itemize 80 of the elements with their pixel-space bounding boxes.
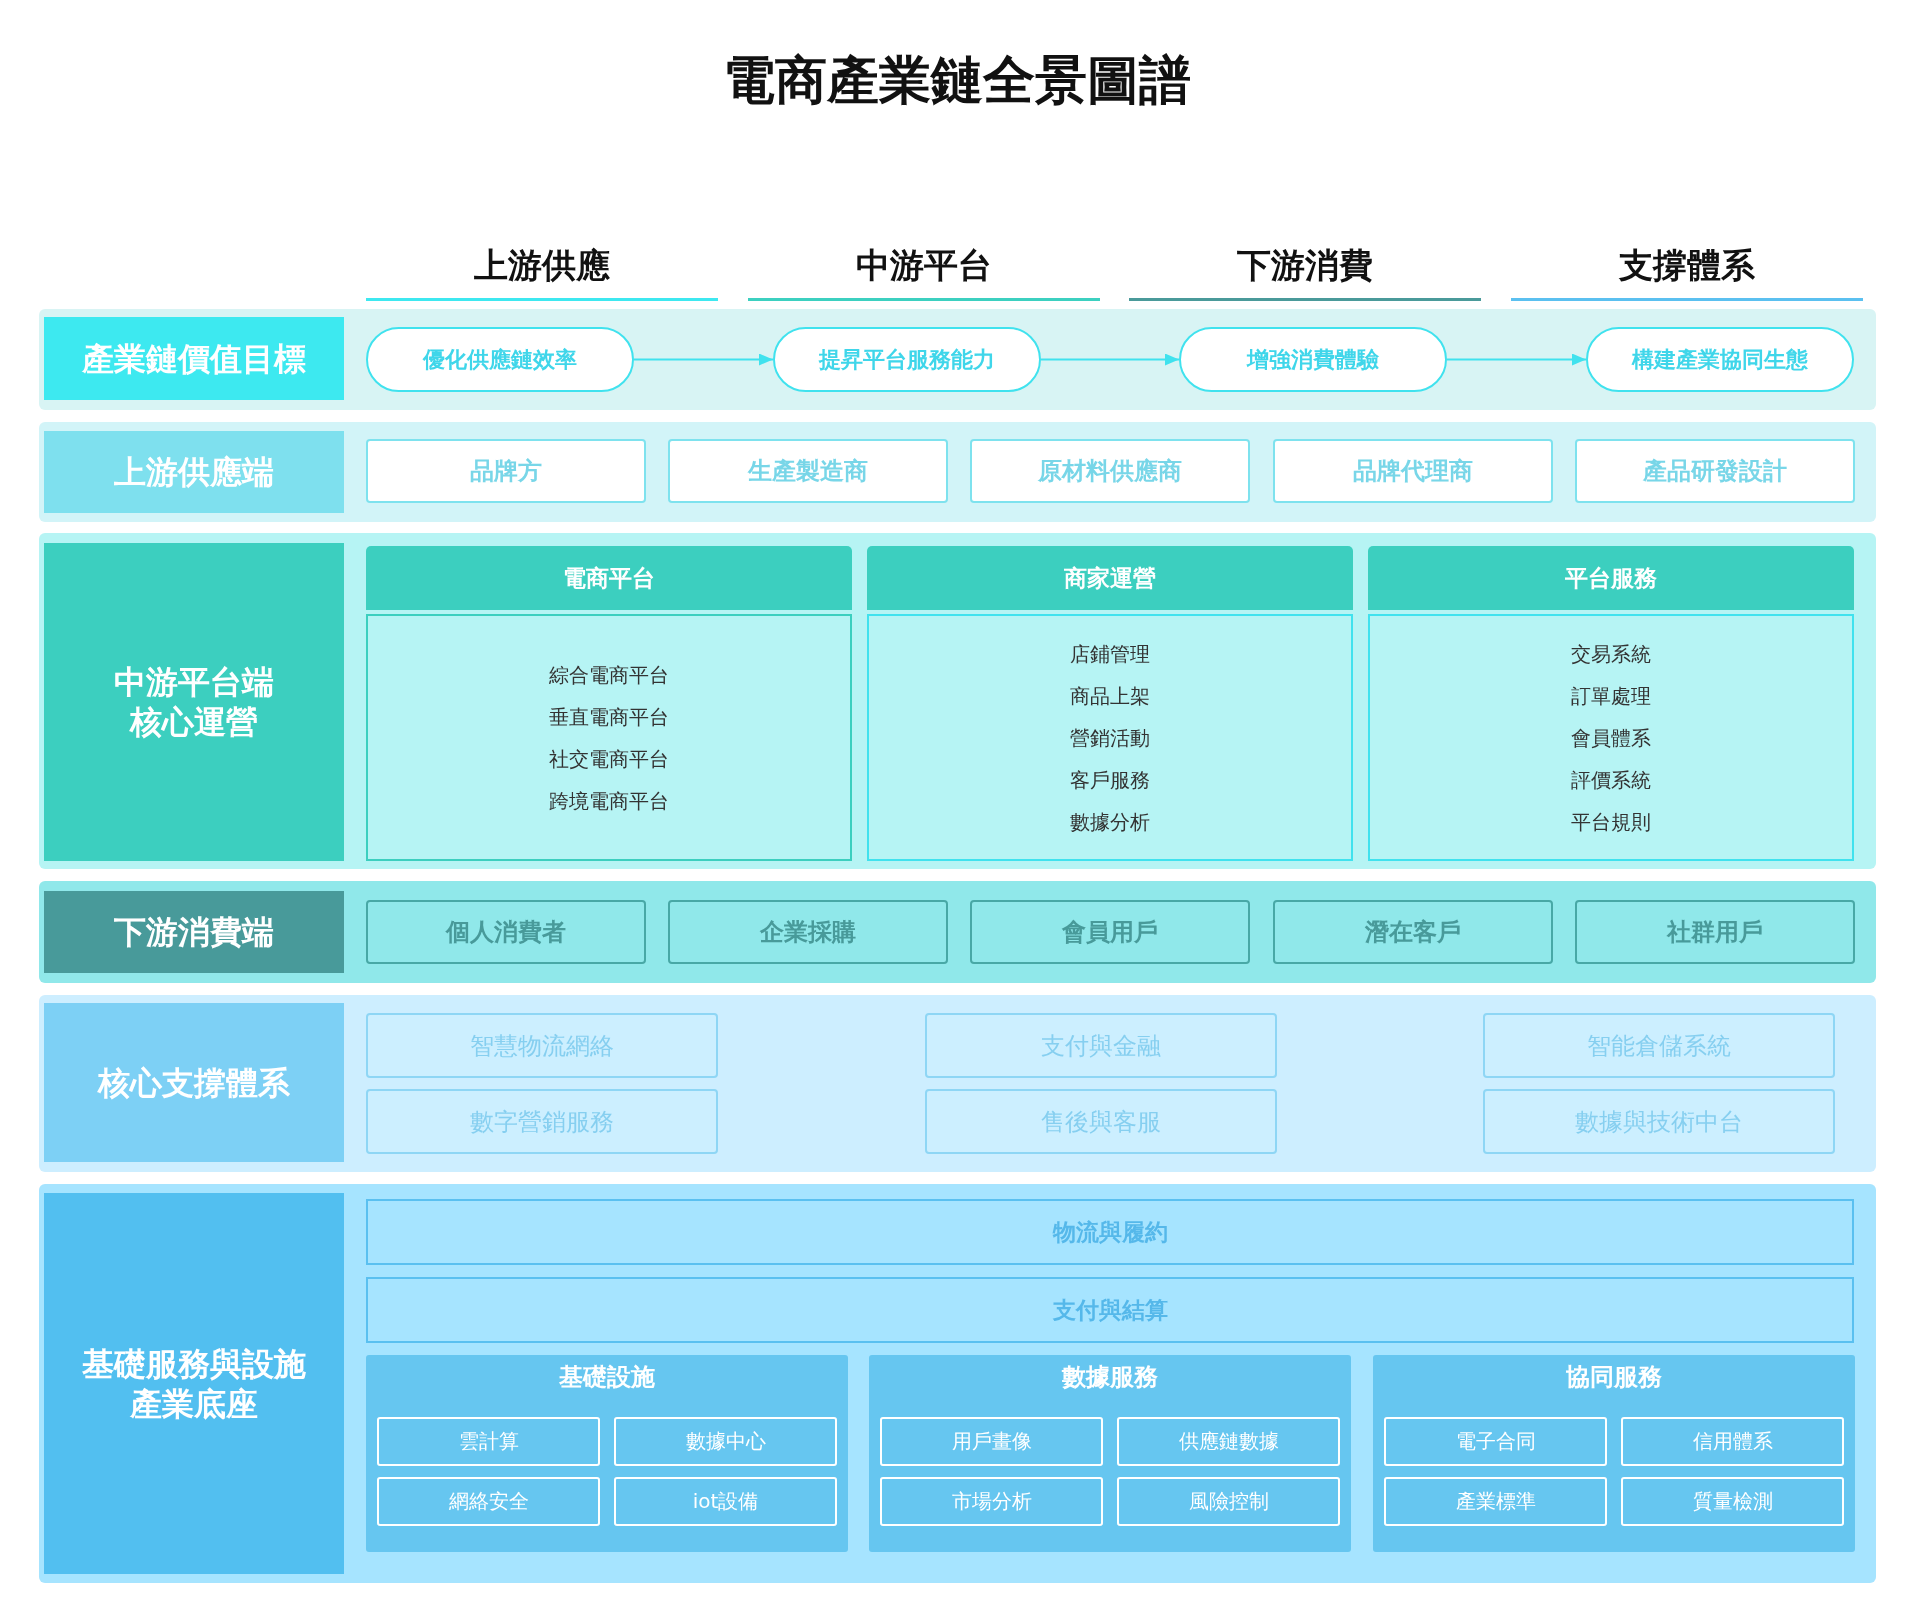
service-bar: 支付與結算	[366, 1277, 1854, 1343]
column-header: 商家運營	[867, 546, 1353, 610]
arrow	[633, 353, 774, 366]
service-box: 網絡安全	[377, 1477, 600, 1526]
row-band	[39, 995, 1876, 1172]
list-item: 評價系統	[1571, 766, 1651, 794]
column-heading: 上游供應	[474, 245, 610, 285]
row-label: 下游消費端	[44, 891, 344, 973]
list-item: 綜合電商平台	[549, 661, 669, 689]
service-bar: 物流與履約	[366, 1199, 1854, 1265]
row-label: 上游供應端	[44, 431, 344, 513]
service-box: 產業標準	[1384, 1477, 1607, 1526]
row-label: 基礎服務與設施產業底座	[44, 1193, 344, 1574]
support-box: 支付與金融	[925, 1013, 1277, 1078]
service-box: 數據中心	[614, 1417, 837, 1466]
support-box: 數字營銷服務	[366, 1089, 718, 1154]
entity-box: 企業採購	[668, 900, 948, 964]
service-box: 用戶畫像	[880, 1417, 1103, 1466]
arrow	[1040, 353, 1180, 366]
list-item: 數據分析	[1070, 808, 1150, 836]
entity-box: 會員用戶	[970, 900, 1250, 964]
goal-pill: 增強消費體驗	[1179, 327, 1447, 392]
panel-heading: 協同服務	[1566, 1362, 1662, 1392]
panel-heading: 基礎設施	[559, 1362, 655, 1392]
column-header: 平台服務	[1368, 546, 1854, 610]
list-panel	[867, 614, 1353, 861]
list-item: 交易系統	[1571, 640, 1651, 668]
row-band	[39, 309, 1876, 410]
list-item: 客戶服務	[1070, 766, 1150, 794]
row-band	[39, 422, 1876, 522]
service-box: 信用體系	[1621, 1417, 1844, 1466]
goal-pill: 優化供應鏈效率	[366, 327, 634, 392]
column-heading: 下游消費	[1237, 245, 1373, 285]
list-panel	[366, 614, 852, 861]
column-heading: 支撐體系	[1619, 245, 1755, 285]
service-panel	[366, 1355, 848, 1552]
list-panel	[1368, 614, 1854, 861]
list-item: 平台規則	[1571, 808, 1651, 836]
column-heading: 中游平台	[856, 245, 992, 285]
list-item: 店鋪管理	[1070, 640, 1150, 668]
diagram-title: 電商產業鏈全景圖譜	[723, 50, 1191, 110]
list-item: 商品上架	[1070, 682, 1150, 710]
list-item: 垂直電商平台	[549, 703, 669, 731]
entity-box: 生產製造商	[668, 439, 948, 503]
entity-box: 品牌方	[366, 439, 646, 503]
service-box: 供應鏈數據	[1117, 1417, 1340, 1466]
panel-heading: 數據服務	[1062, 1362, 1158, 1392]
list-item: 訂單處理	[1571, 682, 1651, 710]
row-band	[39, 533, 1876, 869]
support-box: 智慧物流網絡	[366, 1013, 718, 1078]
row-band	[39, 881, 1876, 983]
entity-box: 個人消費者	[366, 900, 646, 964]
service-panel	[869, 1355, 1351, 1552]
service-box: 電子合同	[1384, 1417, 1607, 1466]
support-box: 智能倉儲系統	[1483, 1013, 1835, 1078]
support-box: 數據與技術中台	[1483, 1089, 1835, 1154]
list-item: 社交電商平台	[549, 745, 669, 773]
list-item: 跨境電商平台	[549, 787, 669, 815]
list-item: 營銷活動	[1070, 724, 1150, 752]
entity-box: 原材料供應商	[970, 439, 1250, 503]
service-box: 風險控制	[1117, 1477, 1340, 1526]
column-header: 電商平台	[366, 546, 852, 610]
support-box: 售後與客服	[925, 1089, 1277, 1154]
entity-box: 社群用戶	[1575, 900, 1855, 964]
service-panel	[1373, 1355, 1855, 1552]
entity-box: 品牌代理商	[1273, 439, 1553, 503]
list-item: 會員體系	[1571, 724, 1651, 752]
service-box: iot設備	[614, 1477, 837, 1526]
goal-pill: 構建產業協同生態	[1586, 327, 1854, 392]
service-box: 質量檢測	[1621, 1477, 1844, 1526]
goal-pill: 提昇平台服務能力	[773, 327, 1041, 392]
arrow	[1446, 353, 1587, 366]
row-band	[39, 1184, 1876, 1583]
entity-box: 產品研發設計	[1575, 439, 1855, 503]
row-label: 產業鏈價值目標	[44, 317, 344, 400]
row-label: 核心支撐體系	[44, 1003, 344, 1162]
row-label: 中游平台端核心運營	[44, 543, 344, 861]
service-box: 雲計算	[377, 1417, 600, 1466]
entity-box: 潛在客戶	[1273, 900, 1553, 964]
service-box: 市場分析	[880, 1477, 1103, 1526]
